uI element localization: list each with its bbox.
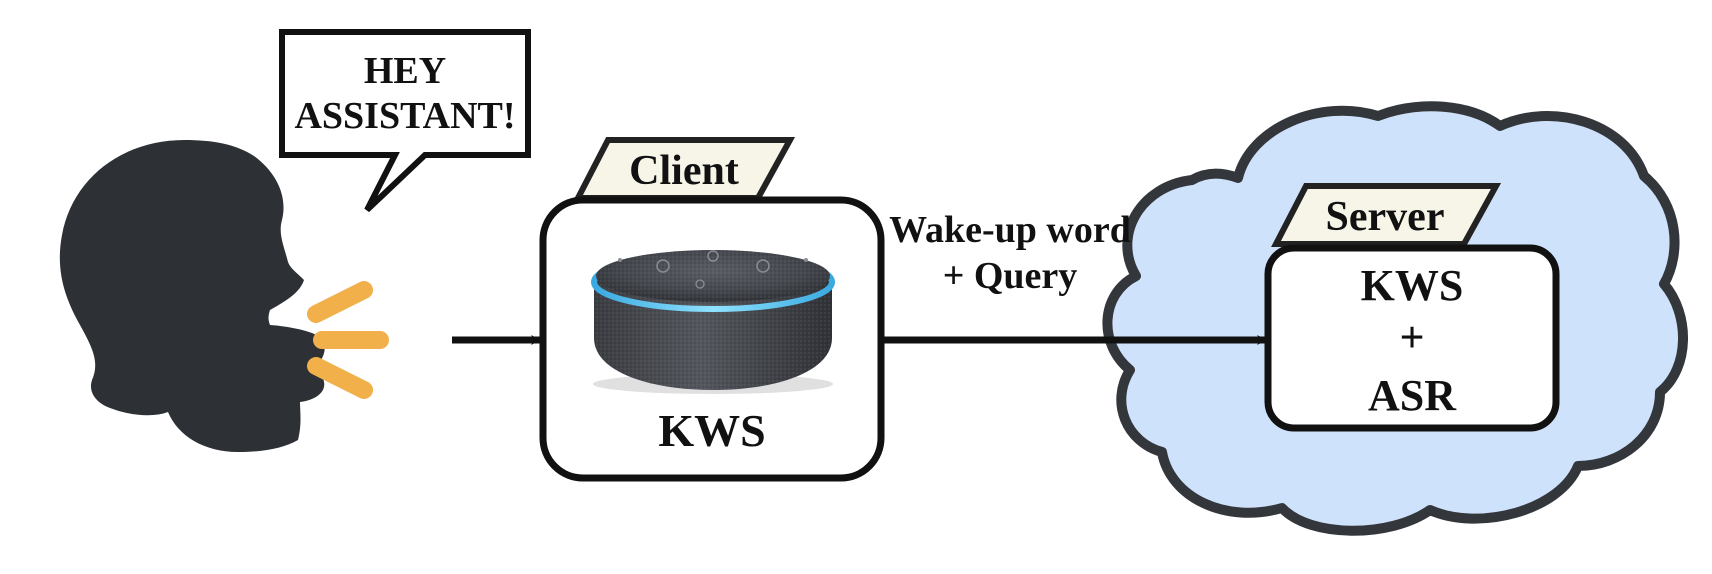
server-asr-label: ASR [1368, 371, 1457, 420]
server-plus-label: + [1399, 313, 1424, 362]
server-box: KWS + ASR [1264, 244, 1560, 432]
server-tag: Server [1271, 183, 1502, 247]
client-kws-label: KWS [658, 405, 765, 456]
client-tag-label: Client [629, 148, 739, 194]
server-tag-label: Server [1326, 194, 1445, 240]
sound-waves-icon [307, 281, 389, 399]
connection-label-line2: + Query [943, 255, 1078, 297]
client-tag: Client [573, 137, 796, 201]
smart-speaker-icon [591, 250, 835, 394]
speech-text-line1: HEY [364, 50, 446, 92]
speech-text-line2: ASSISTANT! [294, 95, 515, 137]
server-kws-label: KWS [1361, 261, 1464, 310]
speech-bubble: HEY ASSISTANT! [279, 29, 531, 213]
client-box: KWS [539, 196, 885, 482]
connection-label-line1: Wake-up word [889, 209, 1131, 251]
connection-label: Wake-up word + Query [889, 209, 1131, 297]
speaking-head-icon [59, 140, 325, 452]
